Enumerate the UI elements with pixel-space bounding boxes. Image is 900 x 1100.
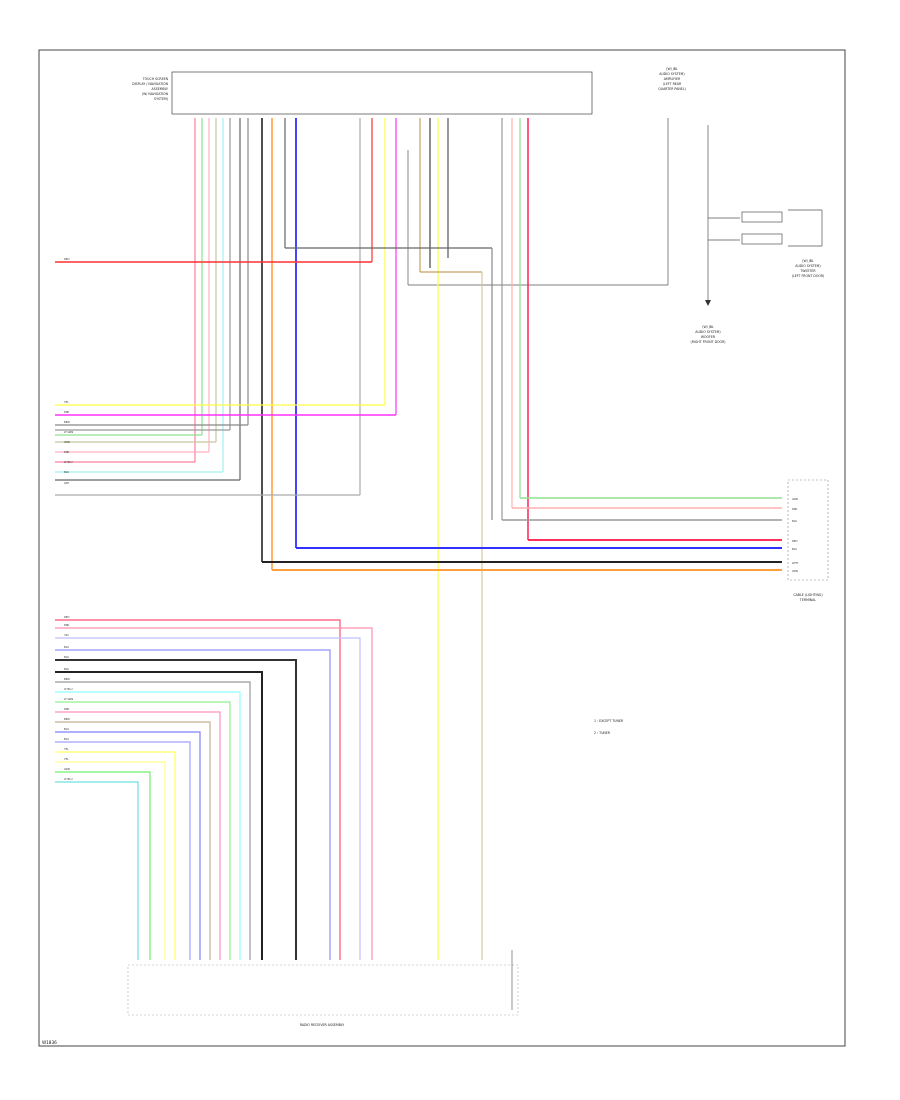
module-label-line: TERMINAL bbox=[799, 598, 816, 602]
diagram-frame bbox=[38, 49, 846, 1047]
module-label-line: AUDIO SYSTEM) bbox=[695, 330, 720, 334]
terminal-label: BLK bbox=[792, 519, 797, 523]
wire-color-label: LT BLU bbox=[64, 777, 73, 781]
wire-color-label: YEL bbox=[64, 400, 69, 404]
wire-color-label: RED bbox=[64, 615, 69, 619]
left-wire-labels-group2: YEL PNK BRN LT GRN GRN PNK LT BLU BLK GR… bbox=[64, 400, 73, 485]
wire-color-label: GRN bbox=[64, 440, 70, 444]
woofer-arrow-icon bbox=[705, 300, 711, 306]
terminal-label: PNK bbox=[792, 507, 798, 511]
wire-color-label: BRN bbox=[64, 717, 70, 721]
module-label-line: (W/ JBL bbox=[666, 67, 678, 71]
terminal-label: ORN bbox=[792, 569, 798, 573]
wire-color-label: RED bbox=[64, 257, 69, 261]
wire-color-label: YEL bbox=[64, 757, 69, 761]
terminal-label: WHT bbox=[792, 561, 799, 565]
cable-terminal-wires bbox=[262, 497, 782, 571]
wire-color-label: PNK bbox=[64, 410, 70, 414]
legend-item: 1 : EXCEPT TUNER bbox=[594, 719, 624, 723]
module-label-top-left: TOUCH SCREEN DISPLAY / NAVIGATION ASSEMB… bbox=[132, 77, 168, 101]
module-label-cable-terminal: CABLE (LIGHTING) TERMINAL bbox=[793, 593, 822, 602]
module-label-line: TOUCH SCREEN bbox=[142, 77, 169, 81]
radio-receiver-label: RADIO RECEIVER ASSEMBLY bbox=[300, 1023, 345, 1027]
module-label-right-low: (W/ JBL AUDIO SYSTEM) WOOFER (RIGHT FRON… bbox=[690, 325, 725, 344]
wire-color-label: LT BLU bbox=[64, 687, 73, 691]
legend: 1 : EXCEPT TUNER 2 : TUNER bbox=[594, 719, 624, 735]
diagram-footer-code: W1836 bbox=[42, 1040, 57, 1045]
module-label-line: (LEFT FRONT DOOR) bbox=[792, 274, 825, 278]
module-label-line: (W/ JBL bbox=[702, 325, 714, 329]
top-connector-wires bbox=[194, 118, 529, 960]
terminal-label: BLU bbox=[792, 547, 797, 551]
wire-color-label: BLU bbox=[64, 645, 69, 649]
wire-color-label: GRN bbox=[64, 767, 70, 771]
wire-color-label: LT BLU bbox=[64, 460, 73, 464]
wire-color-label: LT GRN bbox=[64, 697, 73, 701]
module-label-line: ASSEMBLY bbox=[152, 87, 169, 91]
module-label-line: (W/ NAVIGATION bbox=[142, 92, 169, 96]
module-label-line: CABLE (LIGHTING) bbox=[793, 593, 822, 597]
terminal-label: GRN bbox=[792, 497, 798, 501]
module-label-line: WOOFER bbox=[701, 335, 716, 339]
module-label-line: (W/ JBL bbox=[802, 259, 814, 263]
module-label-line: (RIGHT FRONT DOOR) bbox=[690, 340, 725, 344]
module-label-line: AMPLIFIER bbox=[664, 77, 681, 81]
module-label-line: DISPLAY / NAVIGATION bbox=[132, 82, 168, 86]
left-wire-labels-group3: RED PNK VIO BLU BLK BLK BRN LT BLU LT GR… bbox=[64, 615, 73, 781]
cable-terminal-box bbox=[787, 479, 829, 581]
legend-item: 2 : TUNER bbox=[594, 731, 611, 735]
module-label-line: QUARTER PANEL) bbox=[658, 87, 686, 91]
wire-color-label: YEL bbox=[64, 747, 69, 751]
touch-screen-connector-box bbox=[171, 71, 593, 115]
horizontal-wires bbox=[55, 247, 493, 960]
module-label-top-right: (W/ JBL AUDIO SYSTEM) AMPLIFIER (LEFT RE… bbox=[658, 67, 686, 91]
wire-color-label: BLU bbox=[64, 727, 69, 731]
wire-color-label: BLK bbox=[64, 655, 69, 659]
wire-color-label: PNK bbox=[64, 450, 70, 454]
module-label-line: SYSTEM) bbox=[154, 97, 168, 101]
radio-receiver-connector-box bbox=[127, 964, 519, 1016]
module-label-line: AUDIO SYSTEM) bbox=[795, 264, 820, 268]
wire-color-label: LT GRN bbox=[64, 430, 73, 434]
radio-receiver-wires bbox=[55, 619, 373, 960]
module-label-right-mid: (W/ JBL AUDIO SYSTEM) TWEETER (LEFT FRON… bbox=[792, 259, 825, 278]
wire-color-label: PNK bbox=[64, 707, 70, 711]
wire-color-label: VIO bbox=[64, 633, 69, 637]
wire-color-label: BLU bbox=[64, 737, 69, 741]
wire-color-label: BLK bbox=[64, 470, 69, 474]
cable-terminal-labels: GRN PNK BLK RED BLU WHT ORN bbox=[792, 497, 799, 573]
wire-color-label: PNK bbox=[64, 623, 70, 627]
tweeter-woofer-connections bbox=[407, 118, 823, 300]
wire-color-label: BRN bbox=[64, 677, 70, 681]
wire-color-label: BLK bbox=[64, 667, 69, 671]
module-label-line: AUDIO SYSTEM) bbox=[659, 72, 684, 76]
left-wire-labels-group1: RED bbox=[64, 257, 69, 261]
wire-color-label: BRN bbox=[64, 420, 70, 424]
wire-color-label: GRY bbox=[64, 481, 70, 485]
terminal-label: RED bbox=[792, 539, 797, 543]
module-label-line: (LEFT REAR bbox=[663, 82, 682, 86]
module-label-line: TWEETER bbox=[799, 269, 816, 273]
